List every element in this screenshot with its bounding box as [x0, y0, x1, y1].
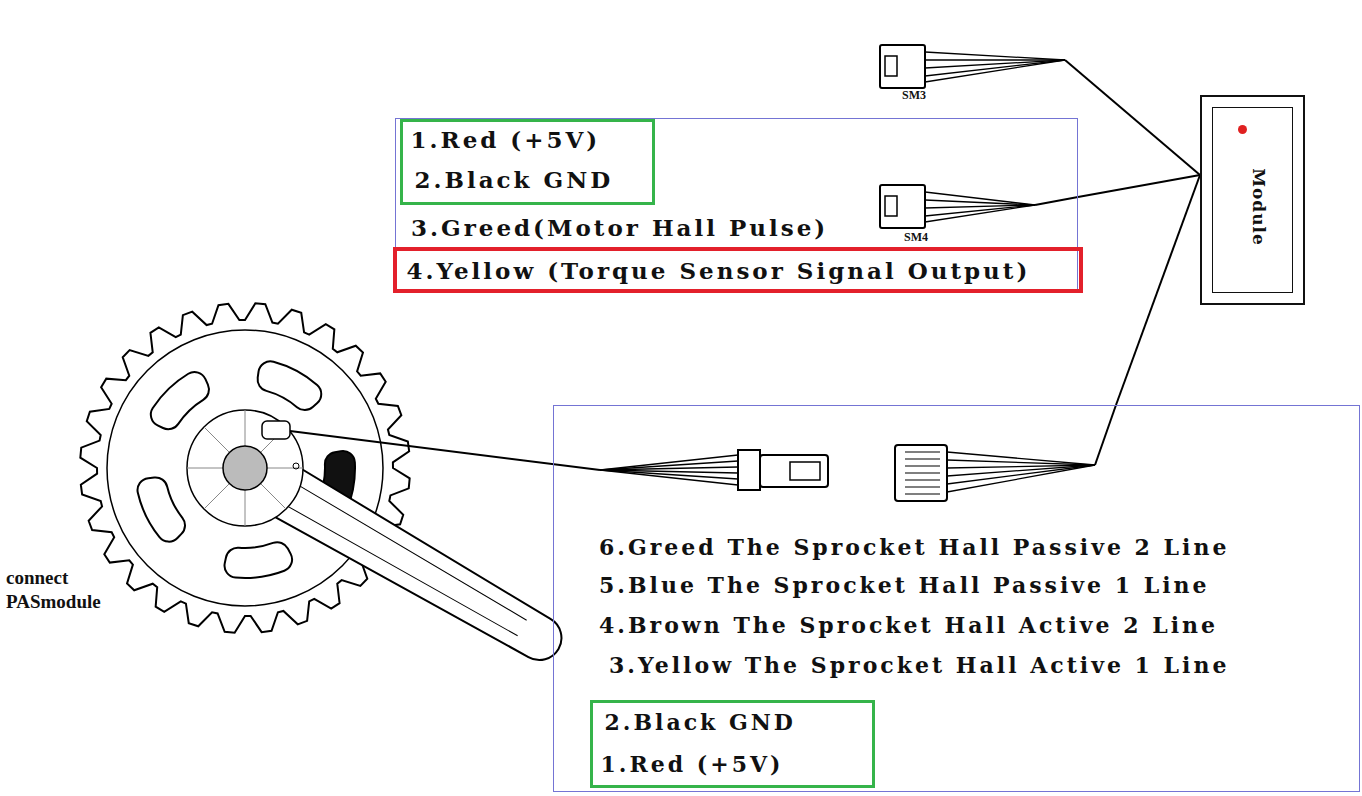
wire	[947, 465, 1095, 484]
torque-pin-box: 4.Yellow (Torque Sensor Signal Output)	[393, 247, 1083, 293]
hub-spoke	[204, 484, 229, 509]
socket-slot	[905, 472, 940, 473]
connector-sm3	[880, 45, 925, 88]
sprocket-slot	[225, 542, 293, 578]
wire	[600, 461, 738, 470]
connector-wires	[947, 452, 1095, 492]
sprocket-slot	[258, 361, 322, 410]
module-label: Module	[1249, 168, 1269, 246]
harness-wire	[1035, 197, 1078, 205]
sensor-mark	[293, 463, 299, 469]
wire	[925, 59, 1065, 60]
connector-slots	[905, 452, 940, 494]
wire	[947, 465, 1095, 492]
sprocket-slot	[138, 477, 185, 541]
connector-name: SM4	[904, 230, 928, 245]
sprocket-ring	[107, 330, 383, 606]
socket-slot	[905, 493, 940, 494]
wire	[925, 205, 1035, 216]
wire	[925, 200, 1035, 205]
wire	[600, 467, 738, 470]
connector-socket	[895, 445, 947, 501]
socket-slot	[905, 451, 940, 452]
socket-slot	[905, 458, 940, 459]
wire	[947, 460, 1095, 465]
connector-wires	[925, 192, 1035, 222]
connector-plug	[760, 455, 828, 487]
axle	[223, 446, 267, 490]
wire	[600, 455, 738, 470]
connector-plug	[738, 450, 760, 490]
pin-list-panel: 1.Red (+5V) 2.Black GND 4.Yellow (Torque S…	[395, 118, 1078, 293]
callout-text: connect PASmodule	[6, 566, 136, 614]
wire	[925, 192, 1035, 205]
hub	[187, 410, 303, 526]
pas-sensor	[262, 421, 290, 439]
pin-description: 4.Brown The Sprocket Hall Active 2 Line	[599, 612, 1218, 638]
harness-wire	[1095, 405, 1116, 465]
connector-wires	[600, 455, 738, 485]
hub-spoke	[204, 427, 229, 452]
pin-description: 3.Yellow The Sprocket Hall Active 1 Line	[609, 652, 1229, 678]
pin-description: 1.Red (+5V)	[411, 126, 601, 154]
hub-spoke	[261, 484, 286, 509]
harness-wire	[1065, 60, 1200, 175]
wire	[925, 60, 1065, 76]
socket-slot	[905, 479, 940, 480]
socket-slot	[905, 486, 940, 487]
power-pins-box: 2.Black GND 1.Red (+5V)	[590, 700, 875, 788]
pin-description: 3.Greed(Motor Hall Pulse)	[411, 214, 828, 242]
wire	[925, 60, 1065, 68]
connector-wires	[925, 52, 1065, 82]
connector-name: SM3	[902, 88, 926, 103]
pin-description: 2.Black GND	[605, 709, 796, 735]
crank-arm-edge	[274, 478, 528, 639]
connector-latch	[790, 462, 820, 480]
wire	[947, 452, 1095, 465]
harness-wire	[1116, 175, 1200, 405]
pin-description: 2.Black GND	[415, 166, 614, 194]
harness-wire	[1078, 175, 1200, 197]
pin-description: 6.Greed The Sprocket Hall Passive 2 Line	[599, 534, 1229, 560]
socket-slot	[905, 465, 940, 466]
connector-sm4	[880, 185, 925, 228]
sprocket-teeth	[80, 303, 409, 632]
connector-latch	[885, 56, 897, 76]
pin-description: 1.Red (+5V)	[601, 751, 784, 777]
sprocket-slot	[151, 372, 209, 429]
pin-list-panel: 2.Black GND 1.Red (+5V) 6.Greed The Sprock…	[553, 405, 1360, 792]
chainring	[80, 303, 572, 673]
connector-latch	[885, 196, 897, 216]
pin-description: 5.Blue The Sprocket Hall Passive 1 Line	[599, 572, 1210, 598]
wire	[925, 205, 1035, 222]
wire	[600, 470, 738, 485]
pin-description: 4.Yellow (Torque Sensor Signal Output)	[407, 257, 1031, 285]
wire	[925, 60, 1065, 82]
hub-spoke	[245, 490, 246, 526]
status-led	[1238, 125, 1247, 134]
wire	[925, 52, 1065, 60]
controller-module: Module	[1200, 95, 1305, 305]
hub-spoke	[187, 468, 223, 469]
hub-spoke	[245, 410, 246, 446]
power-pins-box: 1.Red (+5V) 2.Black GND	[400, 119, 655, 205]
